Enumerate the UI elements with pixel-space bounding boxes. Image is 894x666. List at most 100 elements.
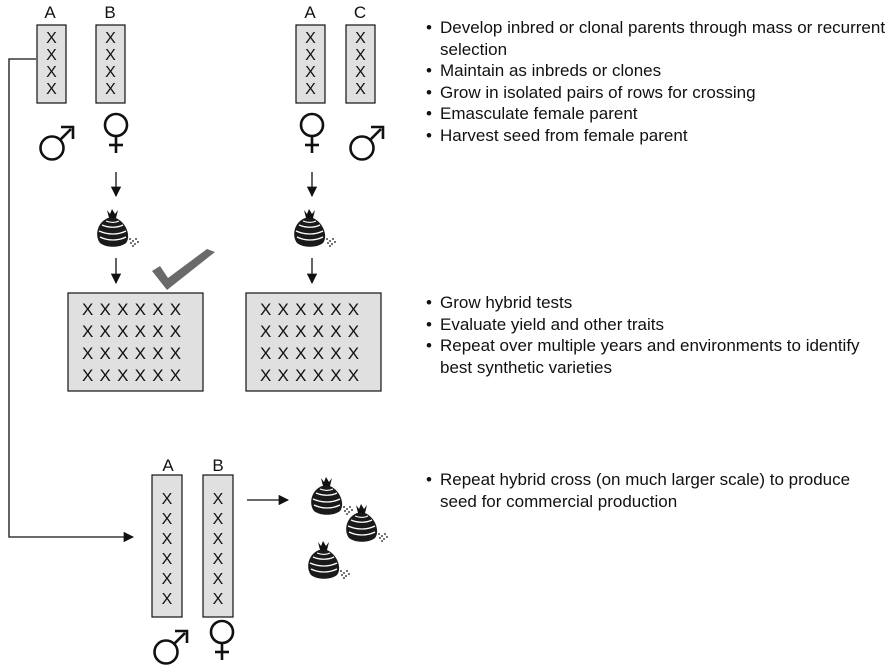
- plot-mark: X: [305, 47, 316, 64]
- bullets-hybrid-testing: Grow hybrid tests Evaluate yield and oth…: [424, 292, 886, 378]
- plot-mark: X: [348, 344, 362, 363]
- bullets-parent-development: Develop inbred or clonal parents through…: [424, 17, 892, 146]
- plot-mark: X: [295, 366, 309, 385]
- plot-mark: X: [170, 300, 184, 319]
- plot-mark: X: [162, 511, 173, 528]
- male-symbol-icon: [349, 125, 385, 161]
- production-row-b-marks: X X X X X X: [213, 491, 224, 608]
- parent-row-b-marks: X X X X: [105, 30, 116, 98]
- plot-mark: X: [100, 366, 114, 385]
- plot-mark: X: [162, 491, 173, 508]
- plot-mark: X: [135, 366, 149, 385]
- female-symbol-icon: [209, 619, 235, 662]
- parent-label-a: A: [44, 3, 56, 22]
- plot-mark: X: [313, 344, 327, 363]
- bullet-item: Grow in isolated pairs of rows for cross…: [424, 82, 892, 104]
- plot-mark: X: [117, 300, 131, 319]
- male-symbol-icon: [153, 629, 189, 665]
- plot-mark: X: [46, 47, 57, 64]
- plot-mark: X: [313, 300, 327, 319]
- plot-mark: X: [260, 300, 274, 319]
- production-row-a: [151, 474, 183, 618]
- bullet-item: Grow hybrid tests: [424, 292, 886, 314]
- plot-mark: X: [135, 300, 149, 319]
- plot-mark: X: [295, 300, 309, 319]
- parent-row-a-marks: X X X X: [305, 30, 316, 98]
- plot-mark: X: [170, 344, 184, 363]
- male-symbol-icon: [39, 125, 75, 161]
- bullets-commercial-production: Repeat hybrid cross (on much larger scal…: [424, 469, 888, 512]
- plot-mark: X: [162, 551, 173, 568]
- plot-mark: X: [330, 366, 344, 385]
- bullet-item: Develop inbred or clonal parents through…: [424, 17, 892, 60]
- seed-bag-icon: [310, 476, 354, 516]
- plot-mark: X: [295, 322, 309, 341]
- parent-row-c: [345, 24, 376, 104]
- plot-mark: X: [162, 591, 173, 608]
- plot-mark: X: [135, 344, 149, 363]
- bullet-item: Evaluate yield and other traits: [424, 314, 886, 336]
- plot-mark: X: [355, 81, 366, 98]
- seed-bag-icon: [307, 540, 351, 580]
- plot-mark: X: [135, 322, 149, 341]
- plot-mark: X: [305, 81, 316, 98]
- plot-mark: X: [330, 322, 344, 341]
- plot-mark: X: [348, 322, 362, 341]
- plot-mark: X: [100, 300, 114, 319]
- plot-mark: X: [100, 344, 114, 363]
- plot-mark: X: [152, 366, 166, 385]
- plot-mark: X: [260, 344, 274, 363]
- bullet-item: Repeat hybrid cross (on much larger scal…: [424, 469, 888, 512]
- parent-row-a: [36, 24, 67, 104]
- plot-mark: X: [170, 322, 184, 341]
- plot-mark: X: [213, 491, 224, 508]
- plot-mark: X: [213, 591, 224, 608]
- production-row-b: [202, 474, 234, 618]
- plot-mark: X: [278, 366, 292, 385]
- plot-mark: X: [82, 322, 96, 341]
- plot-mark: X: [105, 81, 116, 98]
- plot-mark: X: [162, 571, 173, 588]
- plot-mark: X: [117, 366, 131, 385]
- plot-mark: X: [330, 300, 344, 319]
- bullet-item: Emasculate female parent: [424, 103, 892, 125]
- plot-mark: X: [46, 81, 57, 98]
- plot-mark: X: [278, 344, 292, 363]
- bullet-item: Harvest seed from female parent: [424, 125, 892, 147]
- hybrid-test-plot-ab: [67, 292, 204, 392]
- feedback-connector-arrow: [8, 58, 135, 543]
- plot-mark: X: [213, 531, 224, 548]
- plot-mark: X: [313, 366, 327, 385]
- plot-mark: X: [213, 571, 224, 588]
- plot-mark: X: [46, 64, 57, 81]
- plot-mark: X: [348, 366, 362, 385]
- bullet-item: Repeat over multiple years and environme…: [424, 335, 886, 378]
- production-label-a: A: [162, 456, 174, 475]
- plot-mark: X: [213, 511, 224, 528]
- plot-mark: X: [117, 322, 131, 341]
- checkmark-icon: [152, 249, 215, 290]
- plot-mark: X: [330, 344, 344, 363]
- plot-mark: X: [46, 30, 57, 47]
- female-symbol-icon: [103, 112, 129, 155]
- plot-mark: X: [313, 322, 327, 341]
- plot-mark: X: [162, 531, 173, 548]
- plot-mark: X: [260, 322, 274, 341]
- plot-mark: X: [305, 30, 316, 47]
- plot-mark: X: [105, 64, 116, 81]
- seed-bag-icon: [293, 208, 337, 248]
- plot-mark: X: [170, 366, 184, 385]
- plot-mark: X: [105, 30, 116, 47]
- plot-mark: X: [213, 551, 224, 568]
- female-symbol-icon: [299, 112, 325, 155]
- parent-label-c: C: [354, 3, 366, 22]
